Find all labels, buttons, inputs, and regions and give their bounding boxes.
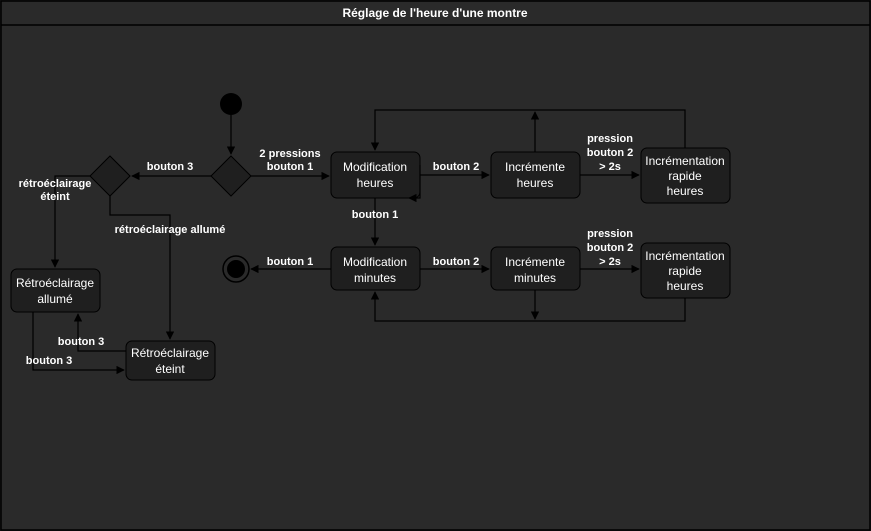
svg-text:bouton 3: bouton 3 [58, 336, 104, 348]
svg-text:Rétroéclairage: Rétroéclairage [16, 276, 94, 290]
svg-text:éteint: éteint [40, 191, 70, 203]
svg-text:bouton 1: bouton 1 [267, 256, 313, 268]
svg-text:heures: heures [517, 176, 554, 190]
edges [32, 109, 686, 375]
svg-text:éteint: éteint [155, 362, 185, 376]
svg-text:rétroéclairage: rétroéclairage [19, 178, 92, 190]
svg-text:bouton 1: bouton 1 [352, 209, 398, 221]
node-modification-minutes: Modification minutes [330, 246, 421, 291]
node-modification-heures: Modification heures [330, 151, 421, 199]
decision-start [210, 155, 252, 197]
svg-text:heures: heures [667, 279, 704, 293]
svg-text:bouton 2: bouton 2 [587, 147, 633, 159]
initial-node [220, 93, 242, 115]
svg-text:minutes: minutes [514, 271, 556, 285]
svg-text:minutes: minutes [354, 271, 396, 285]
svg-text:heures: heures [357, 176, 394, 190]
svg-text:rapide: rapide [668, 169, 702, 183]
svg-text:rétroéclairage allumé: rétroéclairage allumé [115, 224, 226, 236]
svg-text:bouton 3: bouton 3 [26, 355, 72, 367]
svg-text:heures: heures [667, 184, 704, 198]
svg-text:Incrémentation: Incrémentation [645, 154, 724, 168]
svg-text:bouton 1: bouton 1 [267, 161, 313, 173]
svg-text:allumé: allumé [37, 292, 73, 306]
svg-text:pression: pression [587, 133, 633, 145]
svg-text:> 2s: > 2s [599, 256, 621, 268]
final-node [222, 255, 250, 283]
svg-text:bouton 2: bouton 2 [433, 256, 479, 268]
svg-text:> 2s: > 2s [599, 161, 621, 173]
svg-text:bouton 3: bouton 3 [147, 161, 193, 173]
node-incrementation-rapide-heures: Incrémentation rapide heures [640, 147, 731, 204]
diagram-title: Réglage de l'heure d'une montre [342, 6, 527, 20]
svg-text:Rétroéclairage: Rétroéclairage [131, 346, 209, 360]
svg-text:2 pressions: 2 pressions [259, 148, 320, 160]
svg-text:rapide: rapide [668, 264, 702, 278]
svg-text:Incrémentation: Incrémentation [645, 249, 724, 263]
svg-text:bouton 2: bouton 2 [587, 242, 633, 254]
svg-text:Modification: Modification [343, 255, 407, 269]
svg-text:Incrémente: Incrémente [505, 255, 565, 269]
node-retroeclairage-eteint: Rétroéclairage éteint [125, 340, 216, 381]
svg-text:pression: pression [587, 228, 633, 240]
svg-text:Incrémente: Incrémente [505, 160, 565, 174]
edge-labels: 2 pressions bouton 1 bouton 3 rétroéclai… [19, 133, 634, 367]
svg-text:Modification: Modification [343, 160, 407, 174]
node-incrementation-rapide-minutes: Incrémentation rapide heures [640, 242, 731, 299]
node-incremente-heures: Incrémente heures [490, 151, 581, 199]
node-incremente-minutes: Incrémente minutes [490, 246, 581, 291]
svg-text:bouton 2: bouton 2 [433, 161, 479, 173]
node-retroeclairage-allume: Rétroéclairage allumé [10, 268, 101, 313]
